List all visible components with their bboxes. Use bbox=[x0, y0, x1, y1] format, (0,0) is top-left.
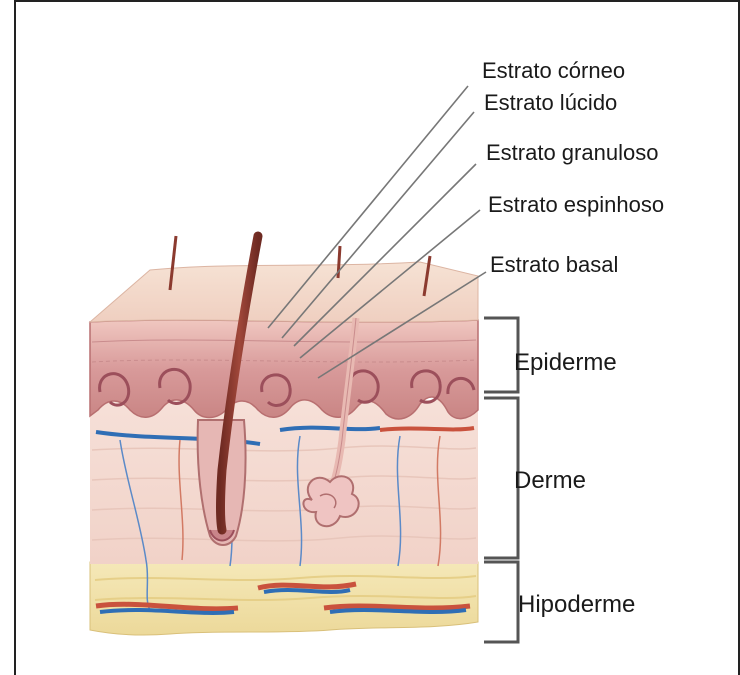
label-estrato-espinhoso: Estrato espinhoso bbox=[488, 192, 664, 217]
label-estrato-basal: Estrato basal bbox=[490, 252, 618, 277]
bracket-epiderme bbox=[484, 318, 518, 392]
label-estrato-granuloso: Estrato granuloso bbox=[486, 140, 658, 165]
label-estrato-corneo: Estrato córneo bbox=[482, 58, 625, 83]
label-hipoderme: Hipoderme bbox=[518, 591, 635, 618]
dermis-layer bbox=[90, 400, 478, 564]
bracket-derme bbox=[484, 398, 518, 558]
label-derme: Derme bbox=[514, 467, 586, 494]
label-epiderme: Epiderme bbox=[514, 349, 617, 376]
region-brackets bbox=[484, 318, 518, 642]
bracket-hipoderme bbox=[484, 562, 518, 642]
hypodermis-layer bbox=[90, 562, 478, 635]
label-estrato-lucido: Estrato lúcido bbox=[484, 90, 617, 115]
